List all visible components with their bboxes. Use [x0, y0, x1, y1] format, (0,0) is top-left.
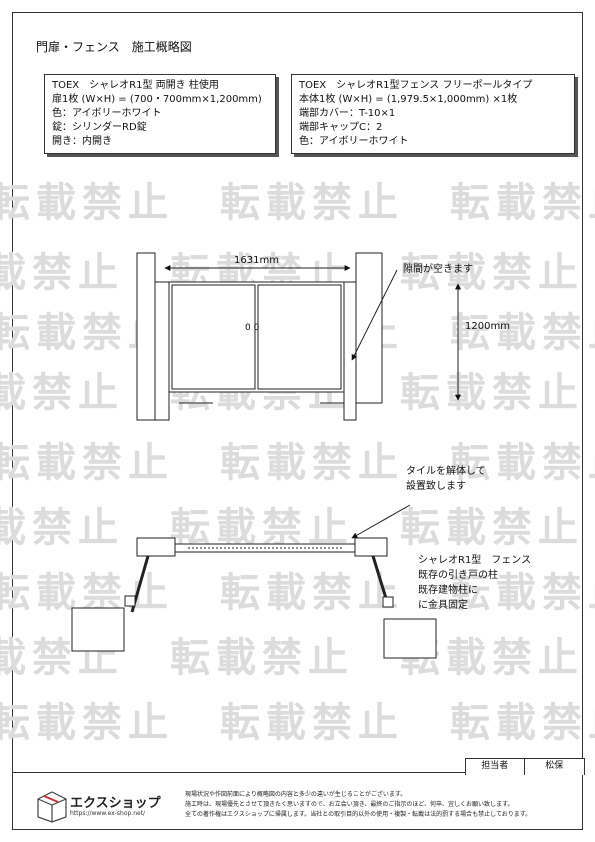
- height-label: 1200mm: [465, 321, 510, 332]
- left-wall-pillar: [136, 252, 156, 421]
- spec-line: TOEX シャレオR1型 両開き 柱使用: [52, 80, 219, 91]
- plan-view: [71, 504, 437, 659]
- right-wall-pillar: [355, 252, 383, 404]
- footer-note: 施工時は、現場優先とさせて頂きたく思いますので、お立会い頂き、最終のご指示のほど…: [185, 801, 514, 808]
- logo-url: https://www.ex-shop.net/: [70, 810, 146, 817]
- spec-line: 色：アイボリーホワイト: [299, 136, 409, 147]
- footer-note: 全ての著作権はエクスショップに帰属します。当社との取引目的以外の使用・複製・転載…: [185, 811, 532, 818]
- fence-note-line: に金具固定: [418, 598, 468, 611]
- person-label: 担当者: [466, 759, 525, 775]
- left-gate-post: [154, 281, 170, 421]
- fence-spec-box: TOEX シャレオR1型フェンス フリーポールタイプ 本体1枚 (W×H) = …: [291, 74, 575, 154]
- logo-text: エクスショップ: [70, 796, 161, 811]
- person-in-charge: 担当者 松保: [465, 758, 585, 775]
- tile-note-line1: タイルを解体して: [406, 464, 486, 477]
- gate-frame: [168, 281, 345, 393]
- right-gate-post: [343, 281, 357, 421]
- right-building-column: [383, 618, 437, 659]
- footer-notes: 現場状況や作図前面により概略図の内容と多少の違いが生じることがございます。 施工…: [185, 790, 575, 820]
- elevation-view: [136, 252, 461, 421]
- left-fence-bracket: [124, 595, 136, 607]
- gate-center-mark: 0 0: [245, 323, 260, 333]
- right-fence-bracket: [382, 596, 394, 608]
- spec-line: TOEX シャレオR1型フェンス フリーポールタイプ: [299, 80, 533, 91]
- left-plan-pillar: [136, 537, 176, 557]
- spec-line: 開き：内開き: [52, 136, 112, 147]
- spec-line: 端部キャップC：2: [299, 122, 383, 133]
- footer: [12, 772, 583, 831]
- fence-note-line: シャレオR1型 フェンス: [418, 553, 531, 566]
- left-building-column: [71, 607, 125, 652]
- tile-note-line2: 設置致します: [406, 479, 466, 492]
- drawing-sheet: [12, 12, 583, 830]
- gap-note: 隙間が空きます: [403, 262, 473, 275]
- fence-note-line: 既存建物柱に: [418, 583, 478, 596]
- fence-note-line: 既存の引き戸の柱: [418, 568, 498, 581]
- person-name: 松保: [545, 761, 564, 771]
- spec-line: 錠：シリンダーRD錠: [52, 122, 147, 133]
- right-door-leaf: [257, 284, 342, 390]
- gap-leader-arrow: [351, 269, 398, 361]
- spec-line: 端部カバー：T-10×1: [299, 108, 396, 119]
- footer-note: 現場状況や作図前面により概略図の内容と多少の違いが生じることがございます。: [185, 791, 407, 798]
- spec-line: 本体1枚 (W×H) = (1,979.5×1,000mm) ×1枚: [299, 94, 518, 105]
- page-title: 門扉・フェンス 施工概略図: [36, 40, 192, 54]
- tile-leader-arrow: [351, 504, 411, 539]
- left-door-leaf: [171, 284, 256, 390]
- width-label: 1631mm: [234, 255, 279, 266]
- spec-line: 色：アイボリーホワイト: [52, 108, 162, 119]
- exshop-logo-icon: [37, 791, 67, 823]
- gate-spec-box: TOEX シャレオR1型 両開き 柱使用 扉1枚 (W×H) = (700・70…: [44, 74, 276, 154]
- spec-line: 扉1枚 (W×H) = (700・700mm×1,200mm): [52, 94, 262, 105]
- right-plan-pillar: [354, 537, 388, 557]
